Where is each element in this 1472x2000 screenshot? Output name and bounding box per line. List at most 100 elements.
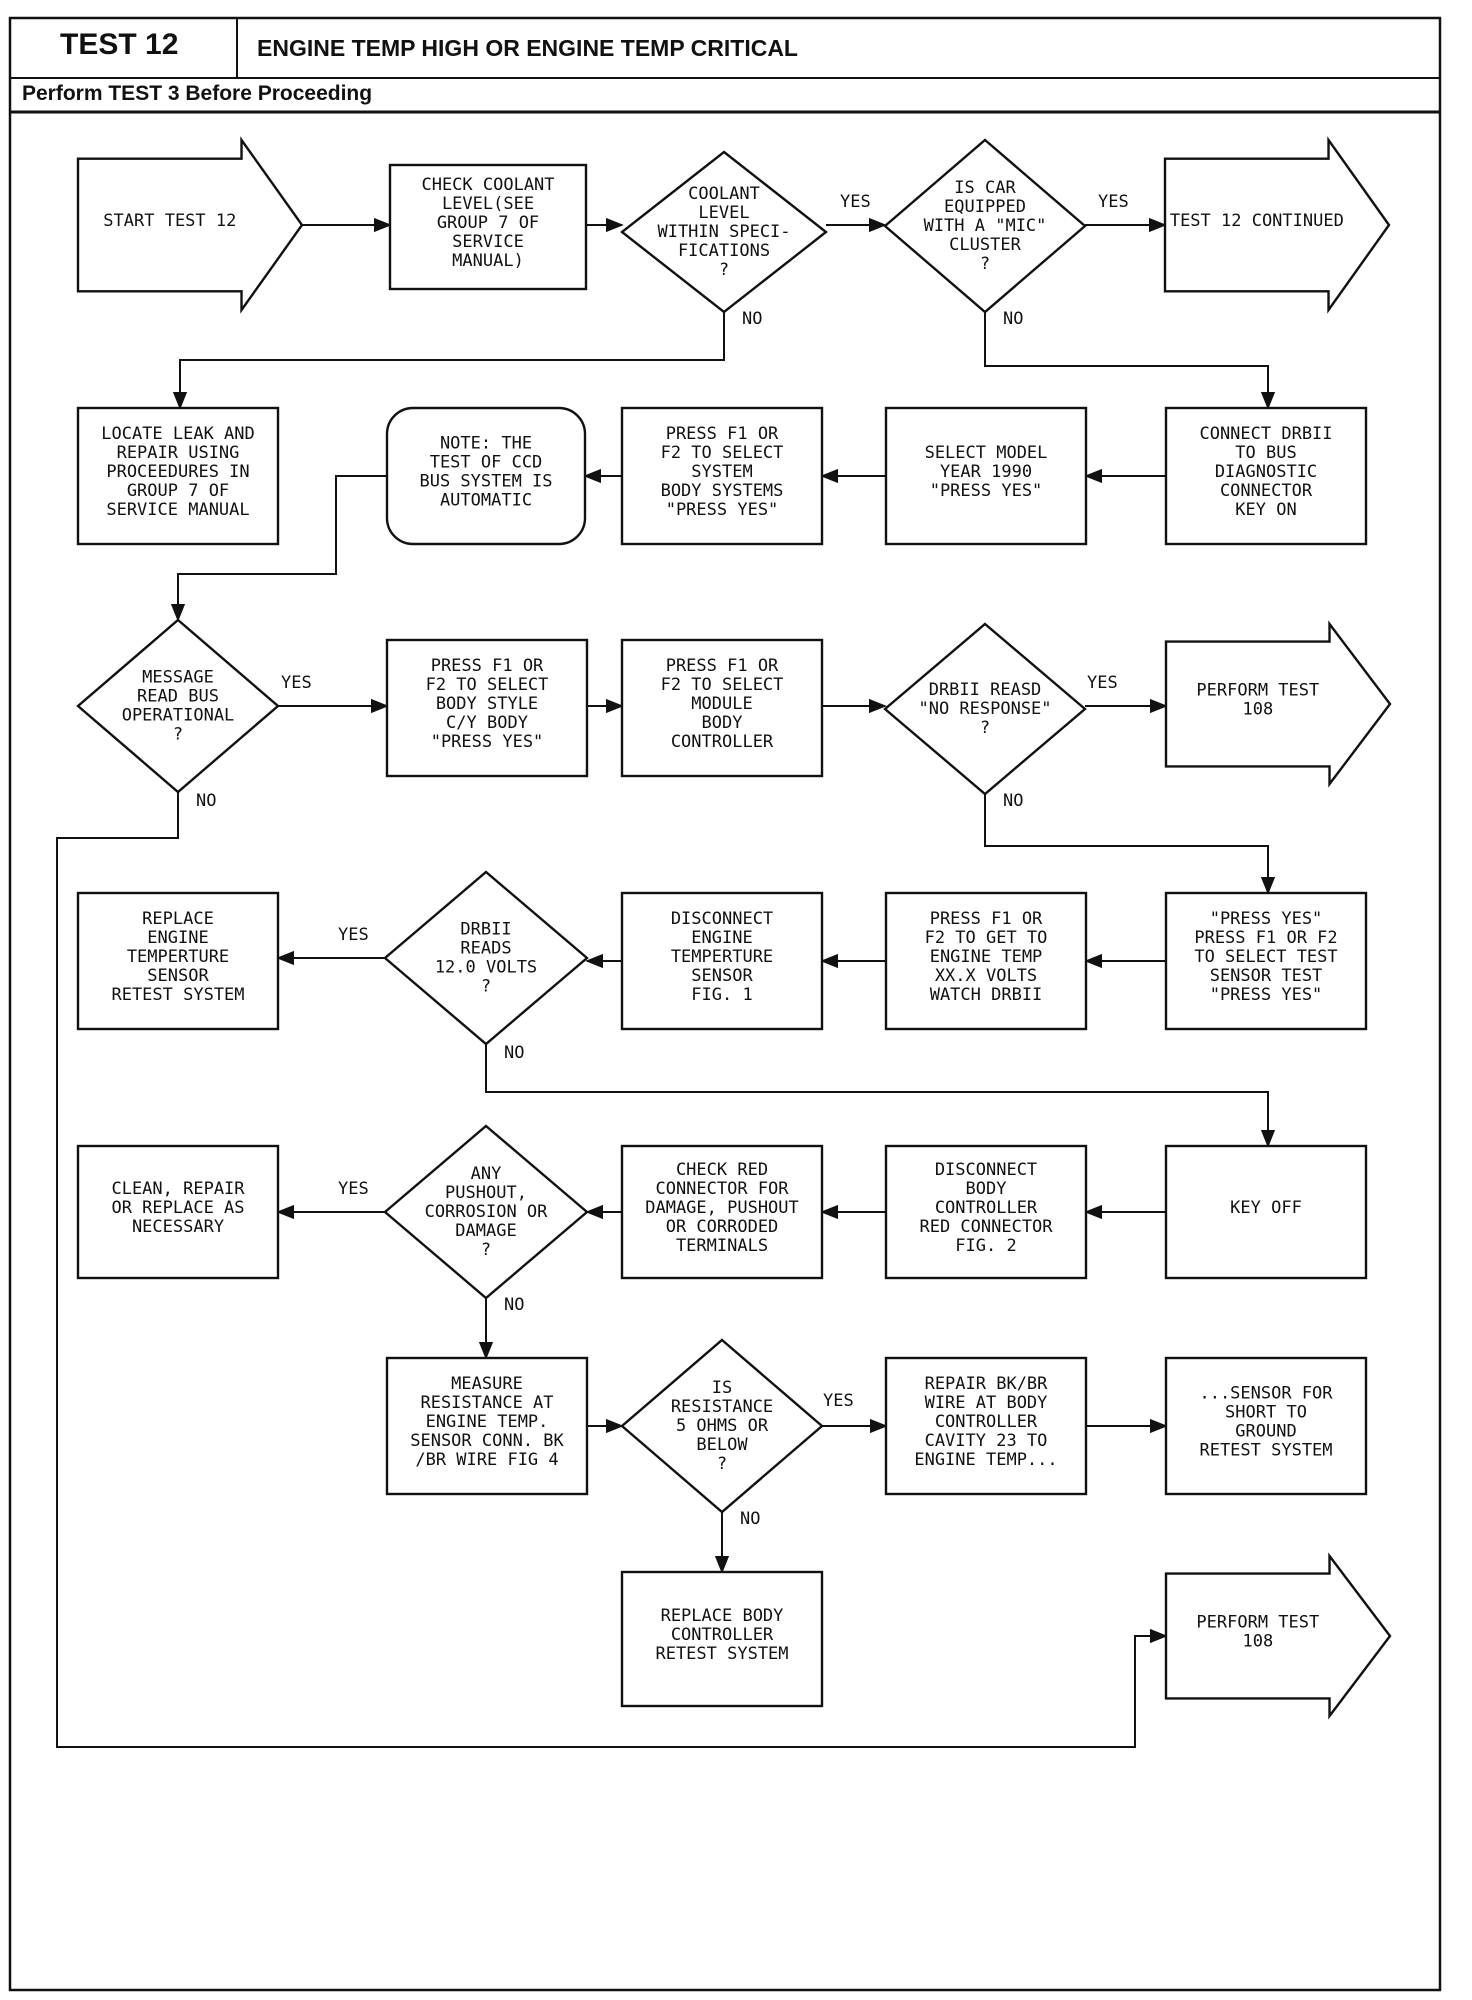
node-label-line: LOCATE LEAK AND bbox=[101, 424, 255, 444]
node-shape bbox=[620, 1338, 824, 1514]
node-label-line: DISCONNECT bbox=[671, 909, 773, 929]
node-label-line: NECESSARY bbox=[132, 1217, 224, 1237]
flow-edge-note-ccd-to-bus-operational bbox=[170, 475, 387, 622]
node-label-line: TO SELECT TEST bbox=[1194, 947, 1337, 967]
node-label-line: 5 OHMS OR bbox=[676, 1416, 769, 1436]
node-label-line: RESISTANCE bbox=[671, 1397, 773, 1417]
edge-label: NO bbox=[504, 1043, 524, 1063]
edge-label: NO bbox=[196, 791, 216, 811]
node-label-line: REPAIR BK/BR bbox=[925, 1374, 1049, 1394]
flow-node-no-response: DRBII REASD"NO RESPONSE"? bbox=[883, 622, 1087, 796]
node-label-line: "PRESS YES" bbox=[1210, 985, 1323, 1005]
node-label-line: SYSTEM bbox=[691, 462, 752, 482]
node-shape bbox=[620, 150, 828, 314]
node-label: KEY OFF bbox=[1230, 1198, 1302, 1218]
node-shape bbox=[1164, 1552, 1392, 1720]
node-label-line: DISCONNECT bbox=[935, 1160, 1037, 1180]
node-label-line: CORROSION OR bbox=[425, 1202, 549, 1222]
node-shape bbox=[383, 870, 589, 1046]
node-label-line: IS CAR bbox=[954, 178, 1016, 198]
node-label-line: CONTROLLER bbox=[671, 732, 774, 752]
node-label-line: CONNECTOR bbox=[1220, 481, 1313, 501]
node-label-line: RESISTANCE AT bbox=[420, 1393, 553, 1413]
node-shape bbox=[76, 1144, 280, 1280]
node-label-line: WITHIN SPECI- bbox=[657, 222, 790, 242]
node-shape bbox=[76, 891, 280, 1031]
flow-edge-no-response-to-press-sensor-test bbox=[984, 794, 1276, 895]
node-label-line: READS bbox=[460, 938, 511, 958]
node-label-line: C/Y BODY bbox=[446, 713, 528, 733]
node-label-line: LEVEL bbox=[698, 203, 749, 223]
edge-label: NO bbox=[742, 309, 762, 329]
node-label-line: MESSAGE bbox=[142, 667, 214, 687]
node-label-line: ENGINE TEMP... bbox=[914, 1450, 1057, 1470]
edge-label: YES bbox=[1087, 673, 1118, 693]
node-label-line: ? bbox=[173, 724, 183, 744]
node-label-line: CAVITY 23 TO bbox=[925, 1431, 1048, 1451]
node-label-line: CLUSTER bbox=[949, 235, 1021, 255]
node-label-line: SENSOR CONN. BK bbox=[410, 1431, 564, 1451]
node-label-line: FICATIONS bbox=[678, 241, 770, 261]
node-label-line: BODY bbox=[702, 713, 743, 733]
node-label-line: BODY SYSTEMS bbox=[661, 481, 784, 501]
node-label-line: ? bbox=[717, 1454, 727, 1474]
node-label-line: OPERATIONAL bbox=[122, 705, 235, 725]
edge-label: YES bbox=[1098, 192, 1129, 212]
node-shape bbox=[620, 406, 824, 546]
node-label-line: CONTROLLER bbox=[671, 1625, 774, 1645]
node-label-line: SENSOR TEST bbox=[1210, 966, 1323, 986]
edge-label: YES bbox=[338, 1179, 369, 1199]
node-label: START TEST 12 bbox=[103, 211, 236, 231]
node-label-line: CONNECTOR FOR bbox=[655, 1179, 789, 1199]
node-label-line: REPAIR USING bbox=[117, 443, 240, 463]
node-label-line: ENGINE TEMP bbox=[930, 947, 1043, 967]
node-label-line: ? bbox=[980, 718, 990, 738]
node-label-line: REPLACE BODY bbox=[661, 1606, 784, 1626]
node-shape bbox=[884, 406, 1088, 546]
node-label-line: CHECK RED bbox=[676, 1160, 768, 1180]
node-label-line: PRESS F1 OR bbox=[930, 909, 1043, 929]
node-label-line: /BR WIRE FIG 4 bbox=[415, 1450, 558, 1470]
node-label-line: ? bbox=[481, 976, 491, 996]
node-label-line: PERFORM TEST bbox=[1196, 680, 1319, 700]
node-label-line: ANY bbox=[471, 1164, 502, 1184]
node-label-line: ...SENSOR FOR bbox=[1199, 1383, 1333, 1403]
node-label-line: F2 TO SELECT bbox=[426, 675, 549, 695]
node-label-line: NOTE: THE bbox=[440, 433, 532, 453]
node-label-line: ENGINE bbox=[147, 928, 208, 948]
node-shape bbox=[620, 1570, 824, 1708]
node-shape bbox=[1164, 1144, 1368, 1280]
node-label-line: F2 TO SELECT bbox=[661, 675, 784, 695]
node-shape bbox=[620, 1144, 824, 1280]
